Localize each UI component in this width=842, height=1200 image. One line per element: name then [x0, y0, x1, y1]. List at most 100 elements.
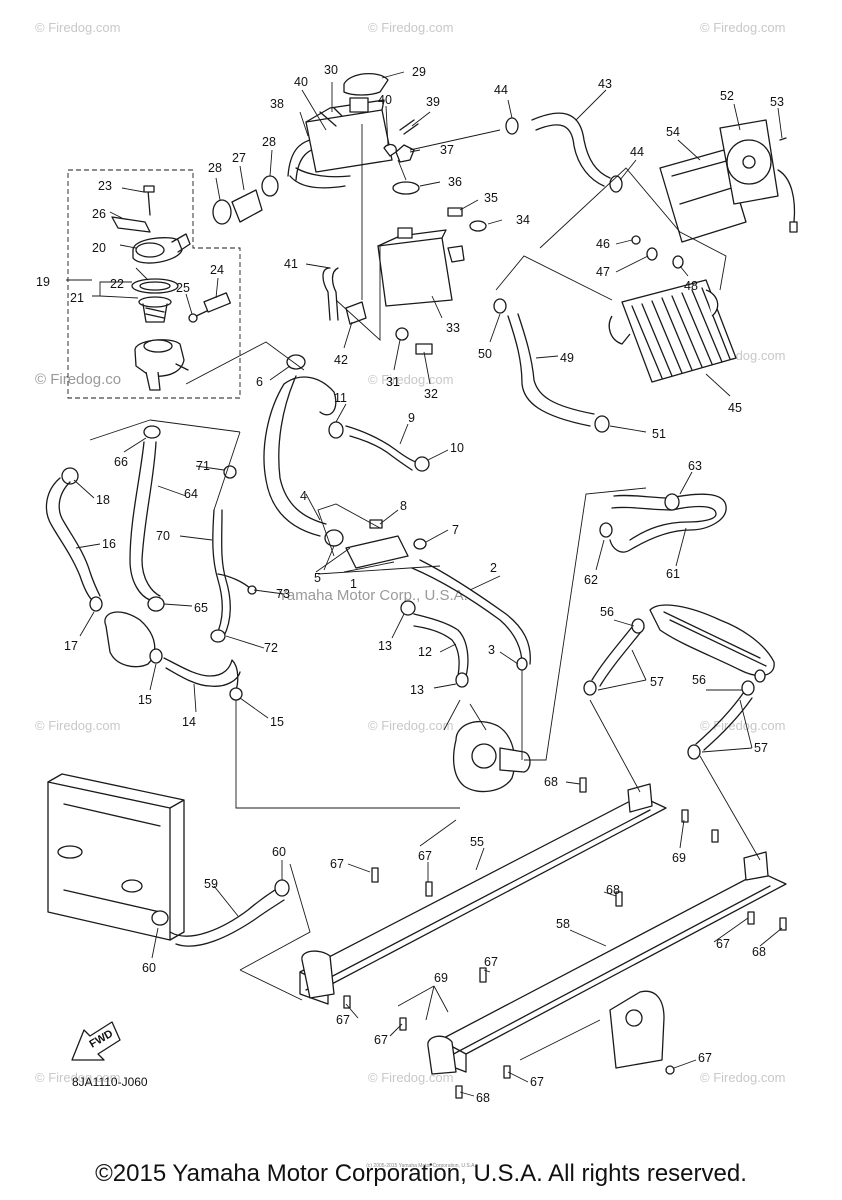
callout-number: 39	[426, 95, 440, 109]
callout-number: 51	[652, 427, 666, 441]
clamp-65	[147, 596, 165, 612]
leader	[335, 403, 347, 423]
hose-56-right	[695, 691, 753, 751]
callout-number: 69	[434, 971, 448, 985]
callout-number: 7	[452, 523, 459, 537]
clip-67	[399, 1017, 407, 1031]
housing-outlet	[145, 371, 161, 391]
callout-number: 60	[142, 961, 156, 975]
callout-number: 3	[488, 643, 495, 657]
radiator-core-lines	[663, 611, 767, 667]
callout-number: 73	[276, 587, 290, 601]
watermark-center: Yamaha Motor Corp., U.S.A.	[278, 587, 468, 604]
callout-number: 11	[334, 391, 347, 405]
bolt-46	[631, 235, 641, 245]
connection-line	[524, 487, 647, 761]
radiator-inlet	[608, 315, 631, 345]
callout-number: 55	[470, 835, 484, 849]
callout-number: 13	[378, 639, 392, 653]
callout-number: 32	[424, 387, 438, 401]
clamp-3	[516, 657, 528, 671]
leader	[215, 177, 221, 201]
watermark: © Firedog.com	[35, 718, 120, 733]
clip-68	[455, 1085, 463, 1099]
watermark: © Firedog.com	[35, 1070, 120, 1085]
group-outlines	[67, 169, 241, 399]
leader	[123, 437, 147, 453]
hose-4-top	[283, 376, 337, 416]
long-pipes	[299, 783, 787, 1075]
radiator-45	[621, 279, 737, 383]
thermostat-body	[142, 303, 168, 323]
grommet-36	[392, 181, 420, 195]
pipe-30	[319, 107, 343, 127]
callout-number: 28	[262, 135, 276, 149]
leader	[215, 277, 219, 299]
callout-number: 28	[208, 161, 222, 175]
callout-number: 29	[412, 65, 426, 79]
hose-12	[413, 613, 469, 677]
gasket-inner	[139, 281, 171, 291]
connection-line	[419, 819, 601, 1061]
clamp-71	[223, 465, 237, 479]
leader	[423, 351, 431, 385]
callout-number: 20	[92, 241, 106, 255]
clip-68	[779, 917, 787, 931]
leader	[613, 619, 742, 691]
leader	[135, 267, 149, 281]
leader	[677, 139, 701, 161]
callout-number: 40	[294, 75, 308, 89]
frame-port	[57, 845, 83, 859]
pump-unit	[104, 611, 156, 668]
callout-number: 57	[754, 741, 768, 755]
leader	[679, 471, 693, 495]
leader	[379, 509, 399, 525]
leader	[75, 543, 101, 549]
leader	[157, 485, 187, 497]
callout-number: 2	[490, 561, 497, 575]
hose-4	[263, 375, 327, 537]
callout-number: 13	[410, 683, 424, 697]
callout-number: 33	[446, 321, 460, 335]
callout-number: 50	[478, 347, 492, 361]
gasket-22	[131, 278, 179, 294]
cover-port	[135, 242, 165, 258]
hose-49	[507, 313, 595, 427]
leader	[151, 927, 159, 959]
leader	[301, 89, 327, 131]
watermarks: © Firedog.com © Firedog.com © Firedog.co…	[35, 20, 785, 1085]
leader	[431, 295, 443, 319]
leader	[507, 1071, 529, 1083]
fwd-arrow: FWD	[71, 1021, 121, 1061]
radiator-fins	[631, 287, 731, 379]
callout-number: 25	[176, 281, 190, 295]
hose-70	[212, 509, 231, 637]
leader	[121, 187, 145, 193]
callout-number: 21	[70, 291, 84, 305]
callout-number: 9	[408, 411, 415, 425]
leader	[439, 643, 457, 653]
leader	[397, 985, 449, 1021]
leader	[597, 649, 647, 691]
leader	[381, 71, 405, 79]
callout-number: 62	[584, 573, 598, 587]
clamp-44-top	[505, 117, 519, 135]
leader	[675, 527, 687, 567]
reservoir-tank	[305, 109, 393, 173]
leader	[299, 111, 309, 137]
leader	[163, 603, 193, 607]
leader	[487, 219, 503, 225]
leader	[615, 255, 649, 273]
callout-number: 56	[600, 605, 614, 619]
callout-number: 58	[556, 917, 570, 931]
connection-line	[443, 699, 487, 731]
callout-number: 45	[728, 401, 742, 415]
callout-number: 67	[374, 1033, 388, 1047]
leader	[345, 1003, 359, 1019]
leader	[269, 365, 291, 381]
clip-67	[479, 967, 487, 983]
fan-52	[719, 119, 779, 205]
pipe-58-end	[743, 851, 769, 881]
watermark: © Firedog.com	[700, 718, 785, 733]
